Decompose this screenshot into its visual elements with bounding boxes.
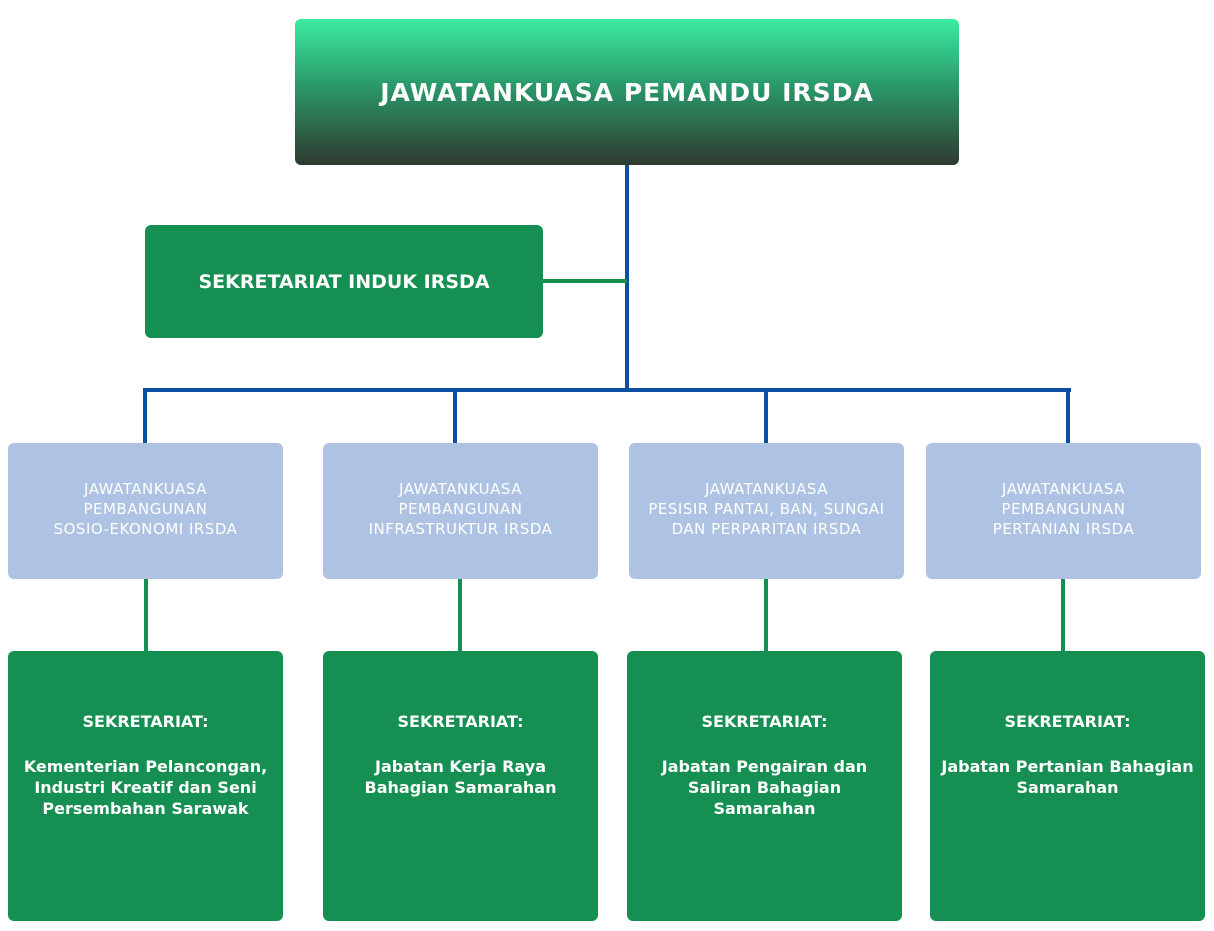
connector-drop-1 [143, 388, 147, 443]
secretariat-name: Jabatan Pengairan dan Saliran Bahagian S… [661, 757, 868, 818]
root-committee-box: JAWATANKUASA PEMANDU IRSDA [295, 19, 959, 165]
committee-box-2: JAWATANKUASA PEMBANGUNAN INFRASTRUKTUR I… [323, 443, 598, 579]
committee-line: JAWATANKUASA [1002, 480, 1125, 498]
committee-line: JAWATANKUASA [705, 480, 828, 498]
secretariat-name: Kementerian Pelancongan, Industri Kreati… [23, 757, 268, 818]
connector-sec-1 [144, 579, 148, 651]
connector-sec-3 [764, 579, 768, 651]
connector-root [625, 165, 629, 392]
secretariat-label: SEKRETARIAT: [397, 712, 524, 731]
connector-sec-4 [1061, 579, 1065, 651]
secretariat-box-2: SEKRETARIAT: Jabatan Kerja Raya Bahagian… [323, 651, 598, 921]
committee-line: PESISIR PANTAI, BAN, SUNGAI [648, 500, 885, 518]
committee-box-4: JAWATANKUASA PEMBANGUNAN PERTANIAN IRSDA [926, 443, 1201, 579]
secretariat-name: Jabatan Kerja Raya Bahagian Samarahan [364, 757, 557, 797]
secretariat-label: SEKRETARIAT: [701, 712, 828, 731]
connector-drop-3 [764, 388, 768, 443]
committee-box-3: JAWATANKUASA PESISIR PANTAI, BAN, SUNGAI… [629, 443, 904, 579]
main-secretariat-box: SEKRETARIAT INDUK IRSDA [145, 225, 543, 338]
committee-line: PERTANIAN IRSDA [992, 520, 1135, 538]
main-secretariat-title: SEKRETARIAT INDUK IRSDA [198, 270, 490, 293]
committee-line: JAWATANKUASA [399, 480, 522, 498]
secretariat-name: Jabatan Pertanian Bahagian Samarahan [941, 757, 1194, 797]
committee-box-1: JAWATANKUASA PEMBANGUNAN SOSIO-EKONOMI I… [8, 443, 283, 579]
committee-line: SOSIO-EKONOMI IRSDA [53, 520, 238, 538]
connector-sec-2 [458, 579, 462, 651]
connector-drop-2 [453, 388, 457, 443]
committee-line: JAWATANKUASA [84, 480, 207, 498]
connector-drop-4 [1066, 388, 1070, 443]
connector-secretariat [543, 279, 627, 283]
committee-line: PEMBANGUNAN [398, 500, 523, 518]
secretariat-box-3: SEKRETARIAT: Jabatan Pengairan dan Salir… [627, 651, 902, 921]
committee-line: DAN PERPARITAN IRSDA [671, 520, 862, 538]
connector-horizontal [143, 388, 1071, 392]
secretariat-box-4: SEKRETARIAT: Jabatan Pertanian Bahagian … [930, 651, 1205, 921]
committee-line: PEMBANGUNAN [1001, 500, 1126, 518]
committee-line: PEMBANGUNAN [83, 500, 208, 518]
secretariat-label: SEKRETARIAT: [1004, 712, 1131, 731]
committee-line: INFRASTRUKTUR IRSDA [368, 520, 553, 538]
secretariat-label: SEKRETARIAT: [82, 712, 209, 731]
root-title: JAWATANKUASA PEMANDU IRSDA [380, 77, 874, 107]
secretariat-box-1: SEKRETARIAT: Kementerian Pelancongan, In… [8, 651, 283, 921]
